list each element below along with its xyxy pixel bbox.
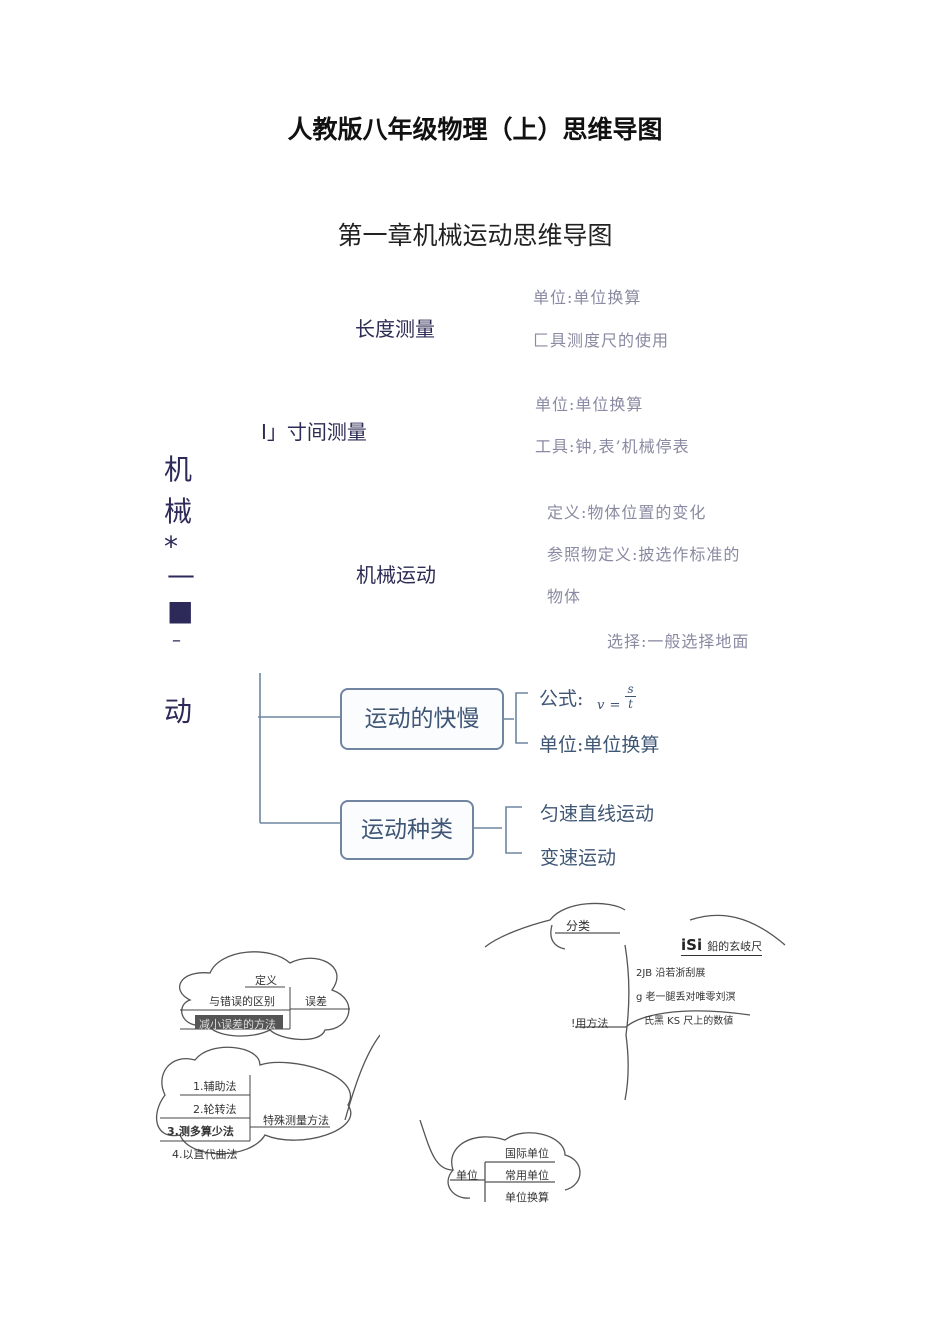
motion-diagram-lines <box>258 673 528 854</box>
special-item: 2.轮转法 <box>193 1103 237 1116</box>
time-item: 单位:单位换算 <box>535 395 644 414</box>
motion-item: 物体 <box>547 587 582 606</box>
cloud-unit-drawing <box>419 1120 581 1202</box>
classify-label: 分类 <box>566 919 591 933</box>
motion-item: 定义:物体位置的变化 <box>547 503 707 522</box>
speed-box: 运动的快慢 <box>340 688 504 750</box>
motion-item: 选择:一般选择地面 <box>607 632 750 651</box>
type-item: 匀速直线运动 <box>540 803 655 825</box>
ruler-title-rest: 鉛的玄岐尺 <box>707 940 763 953</box>
types-box: 运动种类 <box>340 800 474 860</box>
page-title: 人教版八年级物理（上）思维导图 <box>287 115 663 144</box>
vertical-char-4: — <box>167 558 195 591</box>
formula-s: s <box>625 682 636 697</box>
formula-eq: = <box>609 698 621 713</box>
speed-unit: 单位:单位换算 <box>539 734 660 756</box>
usage-item: g 老一腿丢对唯零刘溟 <box>636 992 736 1003</box>
usage-item: 氏黑 KS 尺上的数値 <box>644 1016 734 1027</box>
speed-formula: v = s t <box>597 682 636 713</box>
vertical-char-6: – <box>172 630 181 651</box>
unit-center: 单位 <box>456 1169 478 1182</box>
special-item: 4.以直代曲法 <box>172 1148 238 1161</box>
vertical-char-1: 机 <box>164 453 193 486</box>
length-item: 单位:单位换算 <box>533 288 642 307</box>
special-center: 特殊测量方法 <box>263 1114 329 1127</box>
error-center: 误差 <box>305 995 327 1008</box>
unit-item: 单位换算 <box>505 1191 549 1204</box>
error-item: 减小误差的方法 <box>199 1018 276 1031</box>
usage-item: 2JB 沿若浙刮展 <box>636 968 706 979</box>
formula-fraction: s t <box>625 682 636 711</box>
ruler-title: iSi 鉛的玄岐尺 <box>681 935 763 956</box>
chapter-subtitle: 第一章机械运动思维导图 <box>337 221 613 250</box>
special-item: 1.辅助法 <box>193 1080 237 1093</box>
vertical-char-3: * <box>164 530 178 563</box>
vertical-char-7: 动 <box>164 695 193 728</box>
usage-label: !用方法 <box>571 1017 609 1030</box>
ruler-title-bold: iSi <box>681 936 703 954</box>
type-item: 变速运动 <box>540 847 617 869</box>
topic-time: I」寸间测量 <box>261 420 367 444</box>
formula-t: t <box>628 697 633 711</box>
error-item: 定义 <box>255 974 277 987</box>
speed-formula-label: 公式: <box>539 688 584 710</box>
special-item: 3.测多算少法 <box>167 1125 234 1138</box>
unit-item: 常用单位 <box>505 1169 549 1182</box>
cloud-left-drawing <box>156 951 380 1155</box>
vertical-char-5: ■ <box>167 594 194 627</box>
topic-motion: 机械运动 <box>356 563 436 587</box>
formula-v: v <box>597 698 605 713</box>
length-item: 匚具测度尺的使用 <box>533 331 670 350</box>
unit-item: 国际单位 <box>505 1147 549 1160</box>
motion-item: 参照物定义:披选作标准的 <box>547 545 741 564</box>
vertical-char-2: 械 <box>164 495 193 528</box>
topic-length: 长度测量 <box>355 317 435 341</box>
cloud-right-drawing <box>484 902 786 1101</box>
time-item: 工具:钟,表’机械停表 <box>535 437 690 456</box>
error-item: 与错误的区别 <box>209 995 275 1008</box>
